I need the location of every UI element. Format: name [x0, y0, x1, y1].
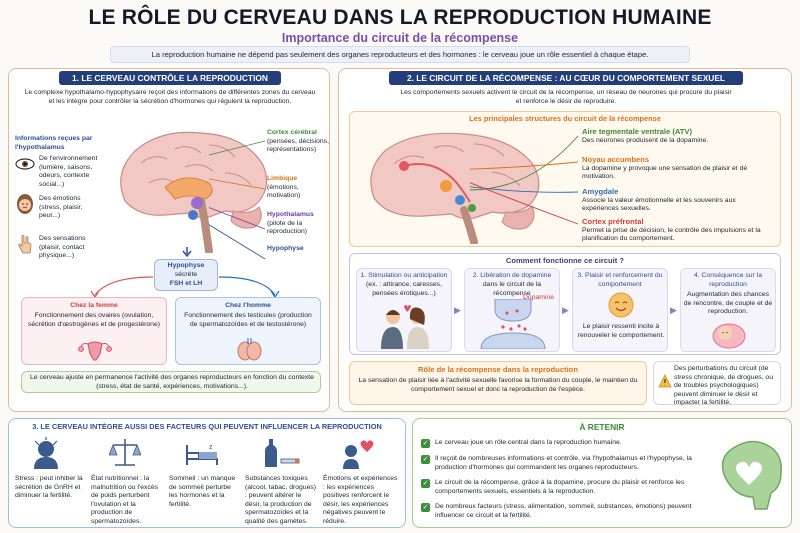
dopamine-tag: Dopamine [523, 294, 554, 301]
step-4: 4. Conséquence sur la reproduction Augme… [680, 268, 776, 352]
factor-substances: Substances toxiques (alcool, tabac, drog… [245, 475, 317, 525]
baby-icon [712, 323, 746, 349]
section2-title: 2. LE CIRCUIT DE LA RÉCOMPENSE : AU CŒUR… [389, 71, 743, 85]
arrow-right-icon: ▶ [562, 305, 569, 315]
region-leaders [209, 140, 266, 260]
how-box: Comment fonctionne ce circuit ? 1. Stimu… [349, 253, 781, 355]
page-title: LE RÔLE DU CERVEAU DANS LA REPRODUCTION … [88, 6, 712, 29]
check-icon: ✓ [421, 503, 430, 512]
scale-icon [109, 439, 141, 466]
section-factors: 3. LE CERVEAU INTÈGRE AUSSI DES FACTEURS… [8, 418, 406, 528]
section-reward-circuit: 2. LE CIRCUIT DE LA RÉCOMPENSE : AU CŒUR… [338, 68, 792, 412]
summary-point-1: Le cerveau joue un rôle central dans la … [435, 439, 622, 446]
brain-illustration [120, 131, 268, 253]
uterus-icon [78, 341, 112, 361]
region-cortex: Cortex cérébral (pensées, décisions, rep… [267, 129, 329, 154]
smiley-icon [608, 292, 634, 318]
section1-title: 1. LE CERVEAU CONTRÔLE LA REPRODUCTION [59, 71, 281, 85]
section-brain-control: 1. LE CERVEAU CONTRÔLE LA REPRODUCTION L… [8, 68, 330, 412]
structures-box: Les principales structures du circuit de… [349, 111, 781, 247]
check-icon: ✓ [421, 479, 430, 488]
section1-intro: Le complexe hypothalamo-hypophysaire reç… [24, 89, 316, 105]
info-title: Informations reçues par l'hypothalamus [15, 135, 93, 151]
female-box: Chez la femme Fonctionnement des ovaires… [21, 297, 167, 365]
warning-box: Des perturbations du circuit (de stress … [653, 361, 781, 406]
region-limbic: Limbique (émotions, motivation) [267, 175, 301, 200]
check-icon: ✓ [421, 455, 430, 464]
factor-sleep: Sommeil : un manque de sommeil perturbe … [169, 475, 236, 508]
step-1: 1. Stimulation ou anticipation (ex. : at… [356, 268, 452, 352]
region-hypothalamus: Hypothalamus (pilote de la reproduction) [267, 211, 314, 236]
stress-icon [34, 437, 58, 469]
heart-icon [343, 440, 374, 469]
page-subtitle: Importance du circuit de la récompense [281, 31, 519, 45]
step-3: 3. Plaisir et renforcement du comporteme… [572, 268, 668, 352]
brain-heart-icon [721, 440, 782, 510]
svg-text:z: z [209, 444, 213, 451]
arrow-right-icon: ▶ [454, 305, 461, 315]
structure-amygdale: Amygdale Associe la valeur émotionnelle … [582, 187, 736, 213]
arrow-down-icon [182, 247, 192, 257]
region-hypophyse: Hypophyse [267, 245, 304, 252]
warning-icon [658, 374, 672, 388]
testis-icon [237, 338, 262, 361]
summary-point-3: Le circuit de la récompense, grâce à la … [435, 479, 685, 495]
structure-leaders [470, 135, 579, 225]
input-emotions: Des émotions (stress, plaisir, peur...) [39, 195, 83, 220]
input-sensations: Des sensations (plaisir, contact physiqu… [39, 235, 86, 260]
structure-accumbens: Noyau accumbens La dopamine y provoque u… [582, 155, 748, 181]
face-icon [17, 194, 33, 214]
section-summary: À RETENIR ✓ Le cerveau joue un rôle cent… [412, 418, 792, 528]
couple-icon [381, 305, 429, 349]
summary-point-2: Il reçoit de nombreuses informations et … [435, 455, 692, 471]
section2-intro: Les comportements sexuels activent le ci… [400, 89, 732, 105]
factor-nutrition: État nutritionnel : la malnutrition ou l… [91, 475, 159, 525]
hypophyse-box: Hypophyse sécrète FSH et LH [154, 259, 218, 291]
intro-banner: La reproduction humaine ne dépend pas se… [110, 46, 690, 63]
arrow-right-icon: ▶ [670, 305, 677, 315]
structure-prefrontal: Cortex préfrontal Permet la prise de déc… [582, 217, 761, 243]
summary-point-4: De nombreux facteurs (stress, alimentati… [435, 503, 692, 519]
role-box: Rôle de la récompense dans la reproducti… [349, 361, 647, 405]
hand-icon [18, 235, 32, 254]
synapse-icon [480, 299, 546, 349]
check-icon: ✓ [421, 439, 430, 448]
reward-brain-illustration [370, 132, 540, 244]
section3-title: 3. LE CERVEAU INTÈGRE AUSSI DES FACTEURS… [32, 422, 382, 431]
bed-icon: z [186, 444, 218, 465]
summary-title: À RETENIR [579, 422, 625, 432]
factor-emotions: Émotions et expériences : les expérience… [323, 475, 398, 525]
male-box: Chez l'homme Fonctionnement des testicul… [175, 297, 321, 365]
structure-atv: Aire tegmentale ventrale (ATV) Des neuro… [582, 127, 709, 144]
factor-stress: Stress : peut inhiber la sécrétion de Gn… [15, 475, 83, 500]
bottle-icon [265, 439, 300, 467]
split-arrows [90, 276, 280, 297]
input-environment: De l'environnement (lumière, saisons, od… [39, 155, 98, 188]
conclusion-box: Le cerveau ajuste en permanence l'activi… [21, 371, 321, 393]
eye-icon [15, 158, 35, 170]
step-2: 2. Libération de dopamine dans le circui… [464, 268, 560, 352]
